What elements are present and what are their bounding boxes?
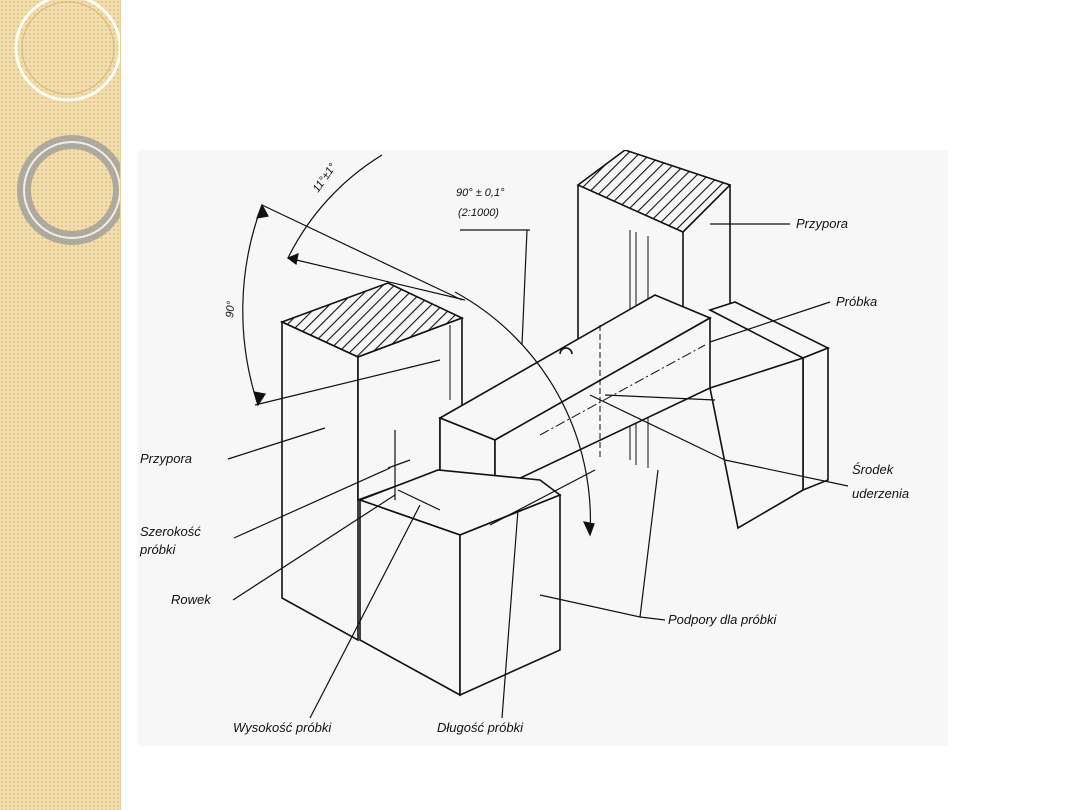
label-szerokosc-line1: Szerokość <box>140 524 201 539</box>
dim-perpendicularity: 90° ± 0,1° <box>456 187 505 199</box>
leader-lines <box>227 223 849 719</box>
decorative-rings <box>14 0 120 245</box>
right-support-block <box>707 301 830 530</box>
label-przypora-right: Przypora <box>796 216 848 231</box>
label-wysokosc: Wysokość próbki <box>233 720 332 735</box>
label-dlugosc: Długość próbki <box>437 720 524 735</box>
dimension-lines <box>242 154 716 537</box>
label-srodek-line1: Środek <box>852 462 895 477</box>
dim-90-deg: 90° <box>224 300 237 318</box>
dim-perpendicularity-ratio: (2:1000) <box>458 207 499 219</box>
label-srodek-line2: uderzenia <box>852 486 909 501</box>
dim-11-deg: 11°±1° <box>311 161 340 195</box>
label-rowek: Rowek <box>171 592 212 607</box>
label-przypora-left: Przypora <box>140 451 192 466</box>
diagram-labels: Przypora Próbka Przypora Środek uderzeni… <box>139 216 909 735</box>
left-support-block <box>357 469 562 697</box>
decorative-side-band <box>0 0 121 810</box>
label-probka: Próbka <box>836 294 877 309</box>
left-buttress <box>279 282 465 642</box>
impact-test-diagram: Przypora Próbka Przypora Środek uderzeni… <box>138 150 948 746</box>
label-szerokosc-line2: próbki <box>139 542 177 557</box>
specimen-bar <box>438 294 712 492</box>
label-podpory: Podpory dla próbki <box>668 612 778 627</box>
